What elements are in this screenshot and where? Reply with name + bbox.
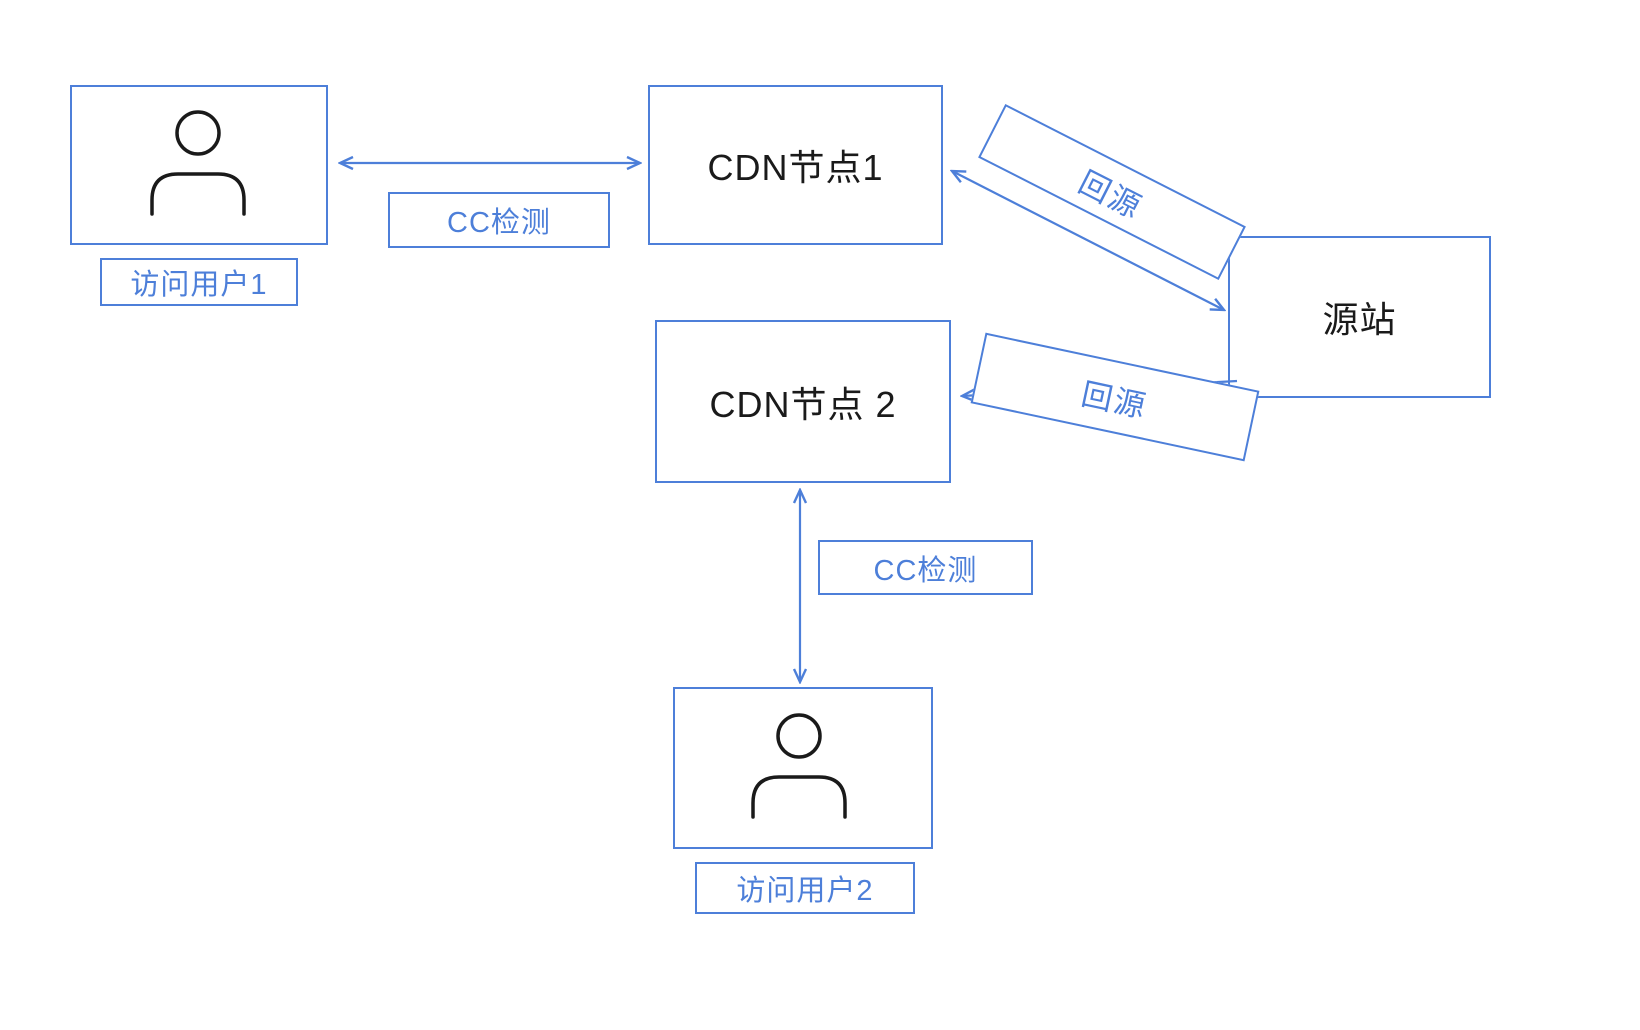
edge-label-back-to-origin-2: 回源 <box>970 332 1260 462</box>
node-origin: 源站 <box>1228 236 1491 398</box>
node-user1-box <box>70 85 328 245</box>
caption-user2: 访问用户2 <box>695 862 915 914</box>
edge-label-back-to-origin-1: 回源 <box>978 103 1246 281</box>
edge-label-cc-detect-2: CC检测 <box>818 540 1033 595</box>
edge-label-cc-detect-1: CC检测 <box>388 192 610 248</box>
node-user2-box <box>673 687 933 849</box>
node-cdn1: CDN节点1 <box>648 85 943 245</box>
caption-user1: 访问用户1 <box>100 258 298 306</box>
node-cdn2: CDN节点 2 <box>655 320 951 483</box>
